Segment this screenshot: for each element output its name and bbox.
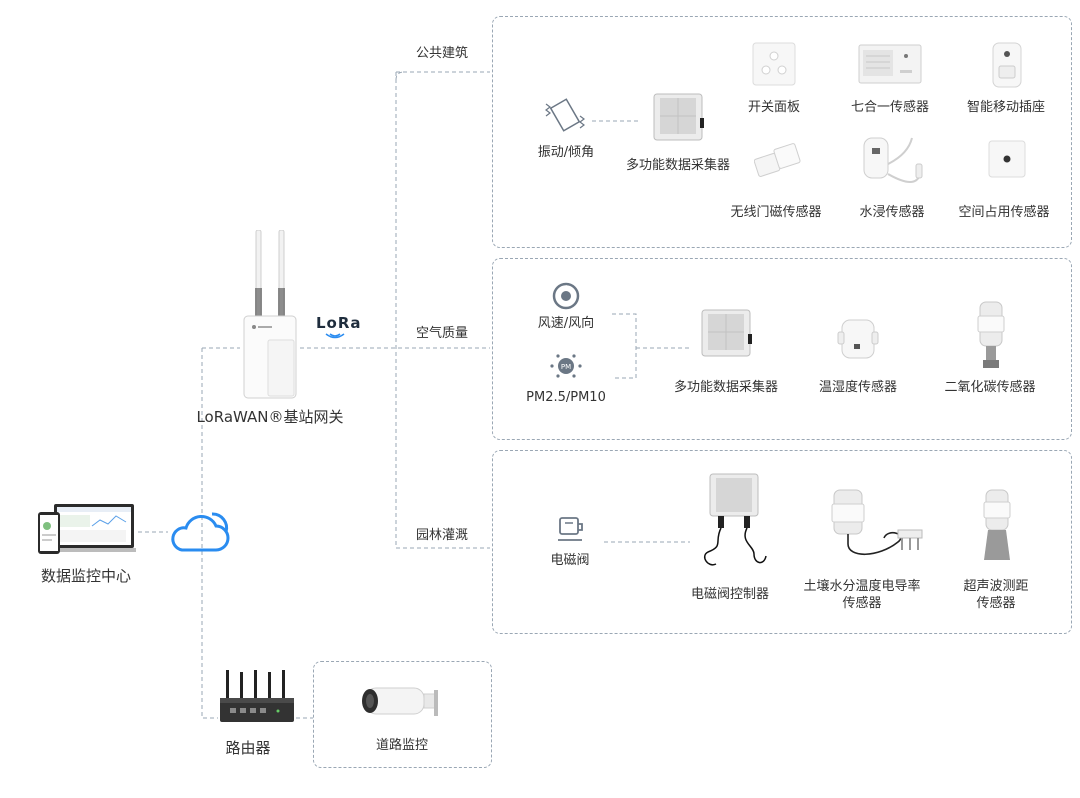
pm-icon: PM — [550, 354, 582, 378]
soil-sensor-icon — [831, 489, 923, 555]
vibration-icon — [545, 98, 585, 132]
seven-in-one-label: 七合一传感器 — [850, 100, 930, 115]
road-label: 道路监控 — [375, 738, 429, 753]
seven-in-one-icon — [858, 44, 922, 84]
section-label-public: 公共建筑 — [416, 46, 469, 61]
road-camera-device — [358, 682, 448, 722]
section-label-garden: 园林灌溉 — [416, 528, 469, 543]
water-leak-label: 水浸传感器 — [859, 205, 925, 220]
pm-icon-text: PM — [561, 363, 571, 371]
router-label: 路由器 — [225, 739, 271, 757]
temp-humidity-label: 温湿度传感器 — [818, 380, 898, 395]
lora-text: LoRa — [316, 314, 362, 332]
valve-icon — [558, 517, 583, 541]
valve-device — [556, 514, 584, 544]
water-leak-icon — [863, 137, 923, 183]
soil-sensor-device — [828, 488, 928, 564]
monitor-device — [36, 502, 140, 558]
water-leak-device — [860, 134, 926, 192]
lora-badge: LoRa — [316, 314, 366, 342]
co2-label: 二氧化碳传感器 — [944, 380, 1036, 395]
garden-box — [492, 450, 1072, 634]
public-collector-label: 多功能数据采集器 — [625, 158, 731, 173]
smart-plug-label: 智能移动插座 — [966, 100, 1046, 115]
camera-icon — [362, 687, 438, 716]
door-sensor-label: 无线门磁传感器 — [730, 205, 822, 220]
cloud-icon — [171, 512, 230, 552]
collector-icon — [653, 93, 704, 141]
ultrasonic-label-2: 传感器 — [976, 596, 1016, 611]
soil-label-2: 传感器 — [842, 596, 882, 611]
seven-in-one-device — [858, 44, 922, 84]
air-collector-device — [700, 308, 752, 360]
monitor-label: 数据监控中心 — [40, 567, 132, 585]
switch-panel-icon — [752, 42, 796, 86]
occupancy-device — [988, 140, 1026, 178]
air-quality-box — [492, 258, 1072, 440]
gateway-label: LoRaWAN®基站网关 — [196, 408, 344, 426]
road-monitor-box — [313, 661, 492, 768]
valve-controller-label: 电磁阀控制器 — [690, 587, 770, 602]
public-collector-device — [652, 92, 704, 144]
temp-humidity-icon — [837, 319, 879, 359]
wind-pm-bracket — [612, 313, 637, 379]
co2-icon — [977, 301, 1005, 368]
door-sensor-device — [753, 142, 802, 178]
router-icon — [220, 670, 294, 722]
smart-plug-icon — [992, 42, 1022, 88]
router-device — [218, 668, 296, 730]
collector-icon — [701, 309, 752, 357]
smart-plug-device — [990, 42, 1024, 88]
soil-label-1: 土壤水分温度电导率 — [803, 579, 921, 594]
wind-label: 风速/风向 — [537, 316, 595, 331]
switch-panel-label: 开关面板 — [747, 100, 801, 115]
cloud-device — [168, 512, 232, 554]
branch-public-corner — [395, 71, 405, 81]
occupancy-label: 空间占用传感器 — [958, 205, 1050, 220]
pm-label: PM2.5/PM10 — [526, 390, 606, 405]
ultrasonic-icon — [983, 489, 1011, 560]
ultrasonic-label-1: 超声波测距 — [963, 579, 1029, 594]
valve-controller-icon — [704, 473, 767, 566]
ultrasonic-device — [980, 488, 1014, 562]
section-label-air: 空气质量 — [416, 326, 469, 341]
vibration-device — [542, 96, 588, 136]
lora-wave-icon — [325, 333, 345, 339]
temp-humidity-device — [836, 318, 880, 360]
wind-icon — [552, 282, 580, 310]
public-building-box — [492, 16, 1072, 248]
vibration-label: 振动/倾角 — [537, 145, 595, 160]
wind-device — [552, 282, 580, 310]
door-sensor-icon — [753, 143, 801, 177]
valve-controller-device — [694, 472, 774, 572]
monitor-laptop-icon — [38, 504, 140, 554]
co2-device — [974, 300, 1008, 370]
trunk-line — [201, 348, 218, 719]
air-collector-label: 多功能数据采集器 — [673, 380, 779, 395]
gateway-device — [242, 229, 298, 400]
occupancy-icon — [988, 140, 1026, 178]
gateway-icon — [243, 229, 297, 399]
switch-panel-device — [752, 42, 796, 86]
valve-label: 电磁阀 — [550, 553, 590, 568]
pm-device: PM — [548, 352, 584, 380]
